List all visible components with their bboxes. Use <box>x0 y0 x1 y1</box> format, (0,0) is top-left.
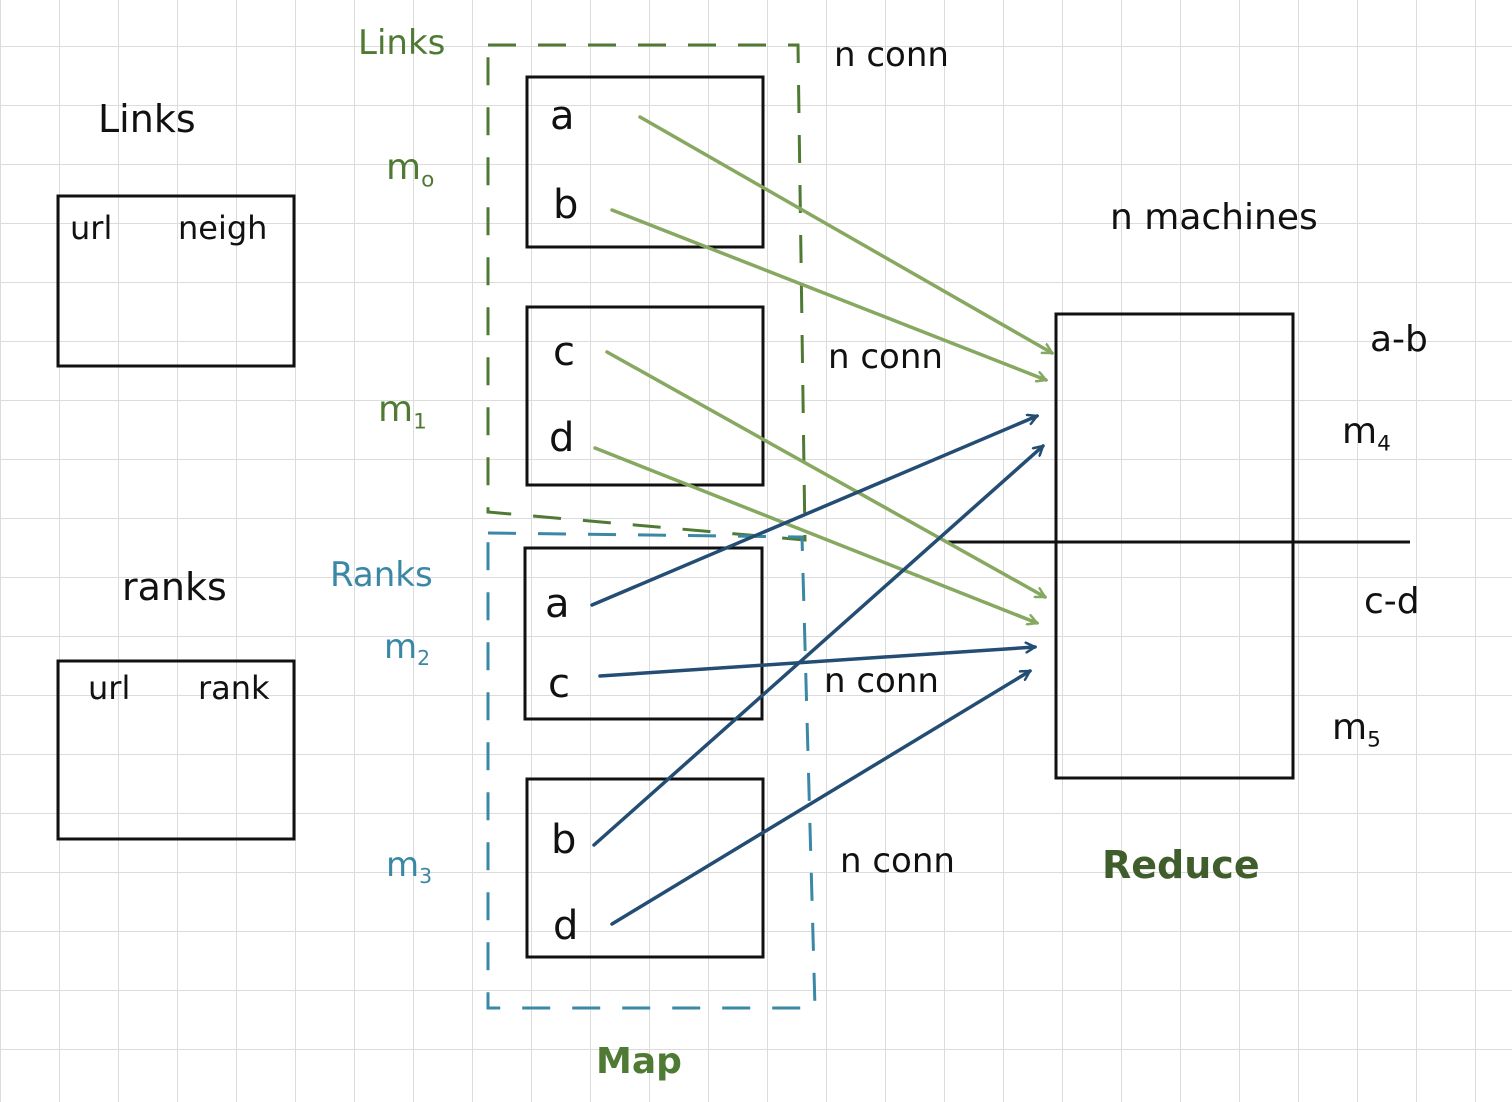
links-table-box <box>56 194 296 368</box>
box-m2-key-a: a <box>545 581 570 627</box>
conn-label-bottom: n conn <box>840 841 955 881</box>
reduce-box <box>1054 312 1295 780</box>
machine-m5-label: m5 <box>1332 707 1381 753</box>
box-m3-key-d: d <box>553 903 579 949</box>
ranks-col-url: url <box>88 669 131 707</box>
map-box-m1 <box>525 305 765 487</box>
map-box-m0 <box>525 75 765 249</box>
reduce-header: n machines <box>1110 197 1318 238</box>
box-m2-key-c: c <box>548 661 570 707</box>
ranks-group-title: Ranks <box>330 555 433 595</box>
arrow-links-b <box>610 208 1046 380</box>
ranks-group-dashed-border <box>486 531 817 1010</box>
box-m0-key-a: a <box>550 93 575 139</box>
links-group-dashed-border <box>486 43 807 542</box>
box-m3-key-b: b <box>551 817 577 863</box>
machine-m1-label: m1 <box>378 389 427 435</box>
box-m1-key-c: c <box>553 329 575 375</box>
map-box-m3 <box>525 777 765 959</box>
box-m0-key-b: b <box>553 182 579 228</box>
conn-label-top: n conn <box>834 35 949 75</box>
arrow-ranks-d <box>610 669 1030 926</box>
reduce-phase-label: Reduce <box>1102 843 1260 887</box>
links-col-url: url <box>70 209 113 247</box>
machine-m3-label: m3 <box>386 845 433 889</box>
range-top-label: a-b <box>1370 319 1428 360</box>
arrow-ranks-a <box>590 416 1037 607</box>
range-bottom-label: c-d <box>1364 581 1420 622</box>
ranks-table-box <box>56 659 296 841</box>
ranks-table-title: ranks <box>122 565 227 609</box>
arrow-ranks-c <box>598 647 1035 678</box>
machine-m4-label: m4 <box>1342 411 1391 457</box>
arrow-links-a <box>638 115 1052 355</box>
machine-m2-label: m2 <box>384 627 431 671</box>
map-box-m2 <box>523 546 764 721</box>
ranks-col-rank: rank <box>198 669 270 707</box>
map-phase-label: Map <box>596 1041 682 1082</box>
links-group-title: Links <box>358 23 446 63</box>
arrow-links-c <box>605 350 1045 599</box>
conn-label-links-mid: n conn <box>828 337 943 377</box>
links-table-title: Links <box>98 97 196 141</box>
arrow-links-d <box>593 446 1037 623</box>
links-col-neigh: neigh <box>178 209 268 247</box>
box-m1-key-d: d <box>549 415 575 461</box>
conn-label-ranks-mid: n conn <box>824 661 939 701</box>
arrow-ranks-b <box>592 444 1043 847</box>
machine-m0-label: mo <box>386 147 435 193</box>
